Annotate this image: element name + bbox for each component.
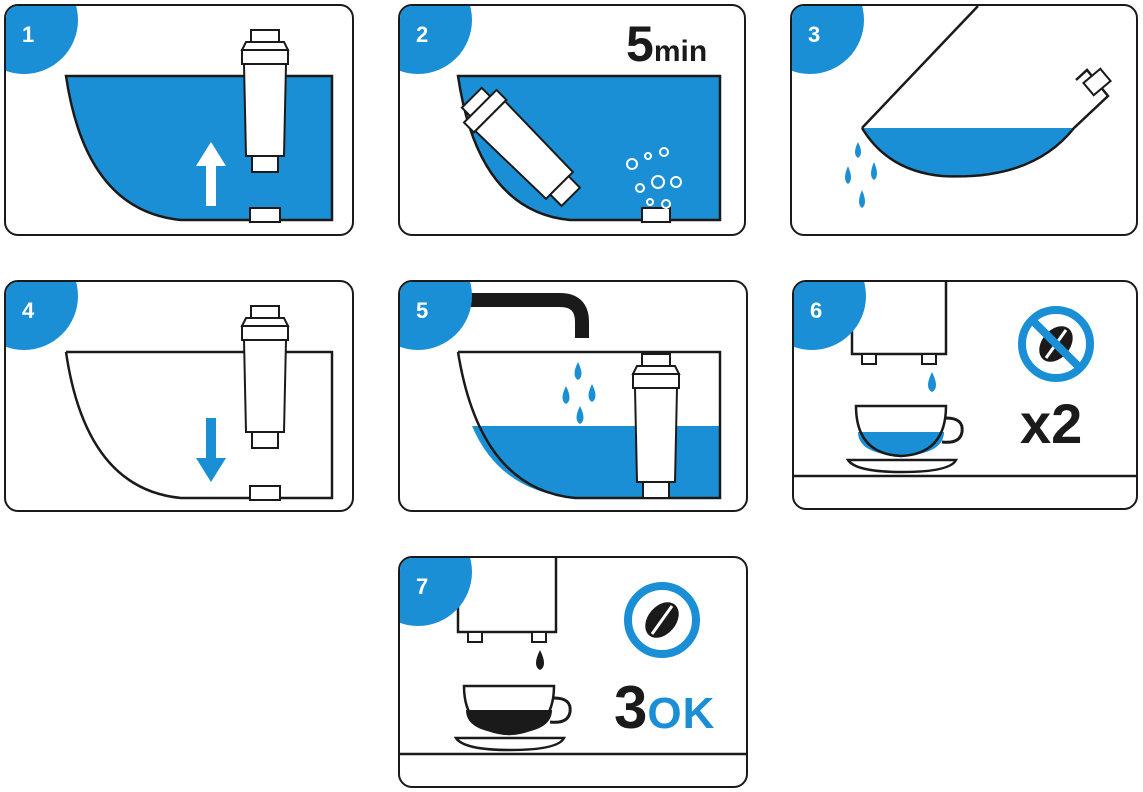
step-2-panel: 2 5min <box>398 4 746 236</box>
step-3-panel: 3 <box>790 4 1138 236</box>
bubbles-icon <box>626 147 682 209</box>
step-7-illustration <box>400 558 746 756</box>
arrow-up-icon <box>196 142 226 206</box>
step-5-number: 5 <box>416 298 429 323</box>
step-4-illustration <box>64 305 334 501</box>
no-coffee-bean-icon <box>1018 306 1094 382</box>
soak-time-value: 5 <box>626 16 654 72</box>
step-3-number: 3 <box>808 22 821 47</box>
cup-icon <box>453 684 572 752</box>
step-1-illustration <box>64 29 334 223</box>
step-6-panel: 6 x2 <box>792 280 1138 510</box>
step-4-panel: 4 <box>4 280 354 512</box>
arrow-down-icon <box>196 418 226 482</box>
water-drop-icon <box>928 372 936 392</box>
coffee-bean-icon <box>624 582 700 658</box>
repeat-count-label: x2 <box>1020 392 1083 455</box>
step-2-number: 2 <box>416 22 429 47</box>
cup-icon <box>845 404 964 474</box>
coffee-drop-icon <box>536 650 544 670</box>
water-drop-icon <box>562 362 596 424</box>
water-filter-icon <box>631 353 681 499</box>
step-5-illustration <box>456 293 722 500</box>
step-5-panel: 5 <box>398 280 748 512</box>
water-filter-icon <box>460 86 582 208</box>
step-1-number: 1 <box>22 22 35 47</box>
step-6-illustration <box>794 282 1136 478</box>
soak-time-label: 5min <box>626 16 707 80</box>
coffee-machine-spout <box>456 558 558 643</box>
ok-label: OK <box>647 689 716 738</box>
step-7-number: 7 <box>416 574 429 599</box>
step-4-number: 4 <box>22 298 35 323</box>
step-7-panel: 7 3OK <box>398 556 748 788</box>
water-filter-icon <box>240 29 290 173</box>
brew-count-label: 3OK <box>614 676 715 746</box>
water-filter-icon <box>240 305 290 449</box>
faucet-icon <box>460 293 589 338</box>
brew-count-value: 3 <box>614 674 648 741</box>
water-drop-icon <box>845 142 877 208</box>
soak-time-unit: min <box>653 35 708 68</box>
step-3-illustration <box>845 6 1112 208</box>
step-2-illustration <box>456 74 722 223</box>
step-1-panel: 1 <box>4 4 354 236</box>
coffee-machine-spout <box>850 282 948 365</box>
step-6-number: 6 <box>810 298 823 323</box>
